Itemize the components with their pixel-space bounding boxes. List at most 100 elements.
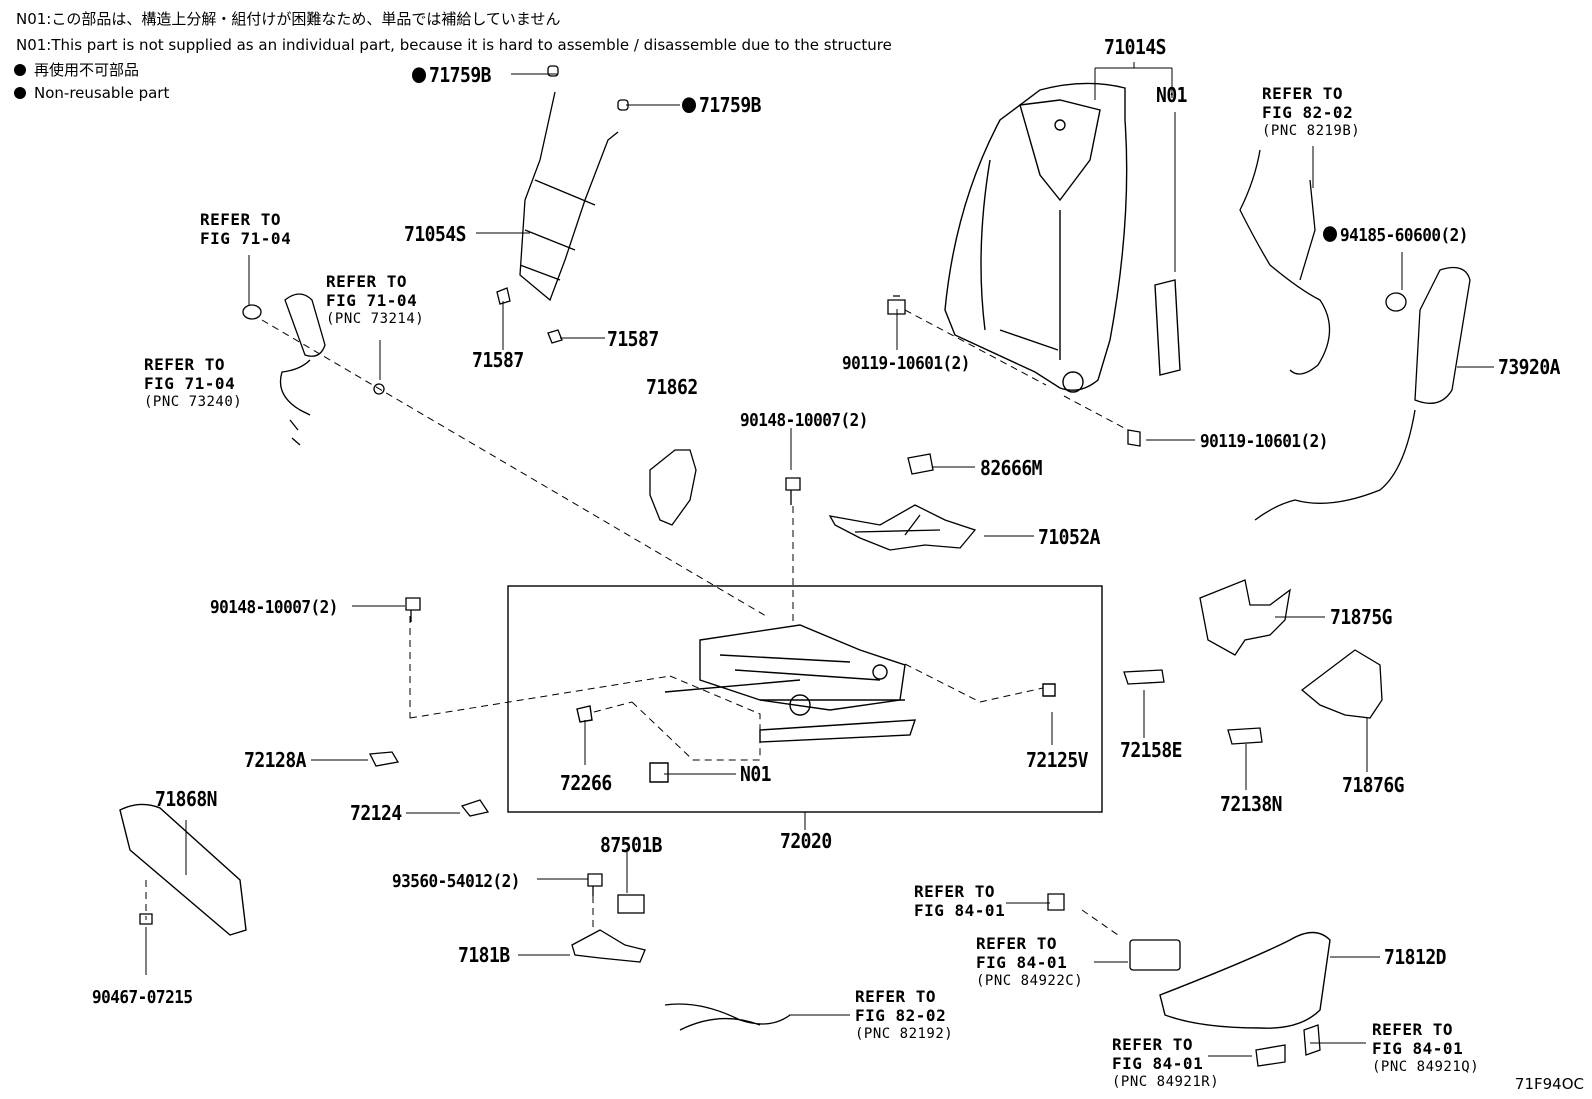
nonreusable-mark-icon xyxy=(412,67,426,84)
label-71875G: 71875G xyxy=(1330,606,1393,630)
label-71868N: 71868N xyxy=(155,788,218,812)
label-71759B-b: 71759B xyxy=(682,94,762,118)
switch-84922C xyxy=(1129,939,1181,971)
refer-pnc: (PNC 73214) xyxy=(326,311,425,327)
refer-fig: FIG 84-01 xyxy=(1372,1039,1464,1058)
assembly-dashed-lines xyxy=(145,309,1129,936)
refer-fig: FIG 71-04 xyxy=(200,229,292,248)
label-90119-b: 90119-10601(2) xyxy=(1200,430,1328,452)
label-72124: 72124 xyxy=(350,802,402,826)
label-71054S: 71054S xyxy=(404,223,467,247)
label-72020: 72020 xyxy=(780,830,832,854)
refer-fig: FIG 71-04 xyxy=(144,374,236,393)
label-n01-frame: N01 xyxy=(1156,84,1188,108)
seat-adjuster xyxy=(576,624,1056,783)
label-90467: 90467-07215 xyxy=(92,986,193,1008)
legend-label-ja: 再使用不可部品 xyxy=(34,61,140,79)
knob-84921Q xyxy=(1303,1024,1321,1056)
cover-71876G xyxy=(1300,649,1383,719)
harness-82192 xyxy=(664,1003,791,1031)
legend-label-en: Non-reusable part xyxy=(34,84,170,102)
refer-pnc: (PNC 73240) xyxy=(144,394,243,410)
refer-pnc: (PNC 8219B) xyxy=(1262,123,1361,139)
label-71014S: 71014S xyxy=(1104,36,1167,60)
refer-fig: FIG 84-01 xyxy=(976,953,1068,972)
figure-id: 71F94OC xyxy=(1514,1075,1584,1093)
refer-fig: FIG 71-04 xyxy=(326,291,418,310)
refer-fig: FIG 82-02 xyxy=(1262,103,1354,122)
switch-harness xyxy=(242,293,385,446)
clip-82666M xyxy=(907,453,934,475)
label-72138N: 72138N xyxy=(1220,793,1283,817)
nonreusable-dot-icon xyxy=(14,64,26,76)
label-90148-b: 90148-10007(2) xyxy=(210,596,338,618)
side-cover-71868N xyxy=(119,803,247,936)
refer-line: REFER TO xyxy=(914,882,996,901)
label-71876G: 71876G xyxy=(1342,774,1405,798)
harness-73920A xyxy=(1239,149,1471,521)
label-90148-a: 90148-10007(2) xyxy=(740,409,868,431)
label-94185: 94185-60600(2) xyxy=(1323,224,1468,245)
refer-fig: FIG 82-02 xyxy=(855,1006,947,1025)
refer-fig: FIG 84-01 xyxy=(914,901,1006,920)
seatback-frame xyxy=(944,82,1181,393)
clips xyxy=(368,669,1263,817)
label-71587-a: 71587 xyxy=(607,328,659,352)
refer-line: REFER TO xyxy=(326,272,408,291)
label-82666M: 82666M xyxy=(980,457,1043,481)
label-87501B: 87501B xyxy=(600,834,663,858)
harness-71052A xyxy=(828,504,977,551)
refer-line: REFER TO xyxy=(1372,1020,1454,1039)
label-72128A: 72128A xyxy=(244,749,307,773)
refer-line: REFER TO xyxy=(200,210,282,229)
side-cover xyxy=(649,449,697,526)
label-n01-adjuster: N01 xyxy=(740,763,772,787)
refer-fig: FIG 84-01 xyxy=(1112,1054,1204,1073)
label-71862: 71862 xyxy=(646,376,698,400)
label-72158E: 72158E xyxy=(1120,739,1183,763)
refer-line: REFER TO xyxy=(976,934,1058,953)
note-n01-english: N01:This part is not supplied as an indi… xyxy=(16,36,892,54)
nonreusable-mark-icon xyxy=(682,97,696,114)
legend-nonreusable-en: Non-reusable part xyxy=(14,84,169,102)
label-7181B: 7181B xyxy=(458,944,510,968)
refer-pnc: (PNC 82192) xyxy=(855,1026,954,1042)
nonreusable-mark-icon xyxy=(1323,226,1337,242)
headrest-support xyxy=(496,65,629,344)
refer-pnc: (PNC 84922C) xyxy=(976,973,1084,989)
label-71052A: 71052A xyxy=(1038,526,1101,550)
refer-line: REFER TO xyxy=(1262,84,1344,103)
refer-pnc: (PNC 84921Q) xyxy=(1372,1059,1480,1075)
label-72266: 72266 xyxy=(560,772,612,796)
note-n01-japanese: N01:この部品は、構造上分解・組付けが困難なため、単品では補給していません xyxy=(16,10,561,28)
label-72125V: 72125V xyxy=(1026,749,1089,773)
nonreusable-dot-icon xyxy=(14,87,26,99)
label-71587-b: 71587 xyxy=(472,349,524,373)
label-90119-a: 90119-10601(2) xyxy=(842,352,970,374)
bolts xyxy=(139,295,1141,925)
bracket-7181B xyxy=(571,894,646,963)
refer-line: REFER TO xyxy=(144,355,226,374)
label-71759B-a: 71759B xyxy=(412,64,492,88)
leader-lines xyxy=(145,62,1494,1057)
refer-line: REFER TO xyxy=(855,987,937,1006)
label-93560: 93560-54012(2) xyxy=(392,870,520,892)
cover-71875G xyxy=(1199,579,1291,656)
legend-nonreusable-ja: 再使用不可部品 xyxy=(14,59,139,80)
cover-71812D xyxy=(1159,931,1331,1029)
refer-line: REFER TO xyxy=(1112,1035,1194,1054)
knob-84921R xyxy=(1255,1044,1286,1067)
refer-pnc: (PNC 84921R) xyxy=(1112,1074,1220,1090)
label-71812D: 71812D xyxy=(1384,946,1447,970)
label-73920A: 73920A xyxy=(1498,356,1561,380)
